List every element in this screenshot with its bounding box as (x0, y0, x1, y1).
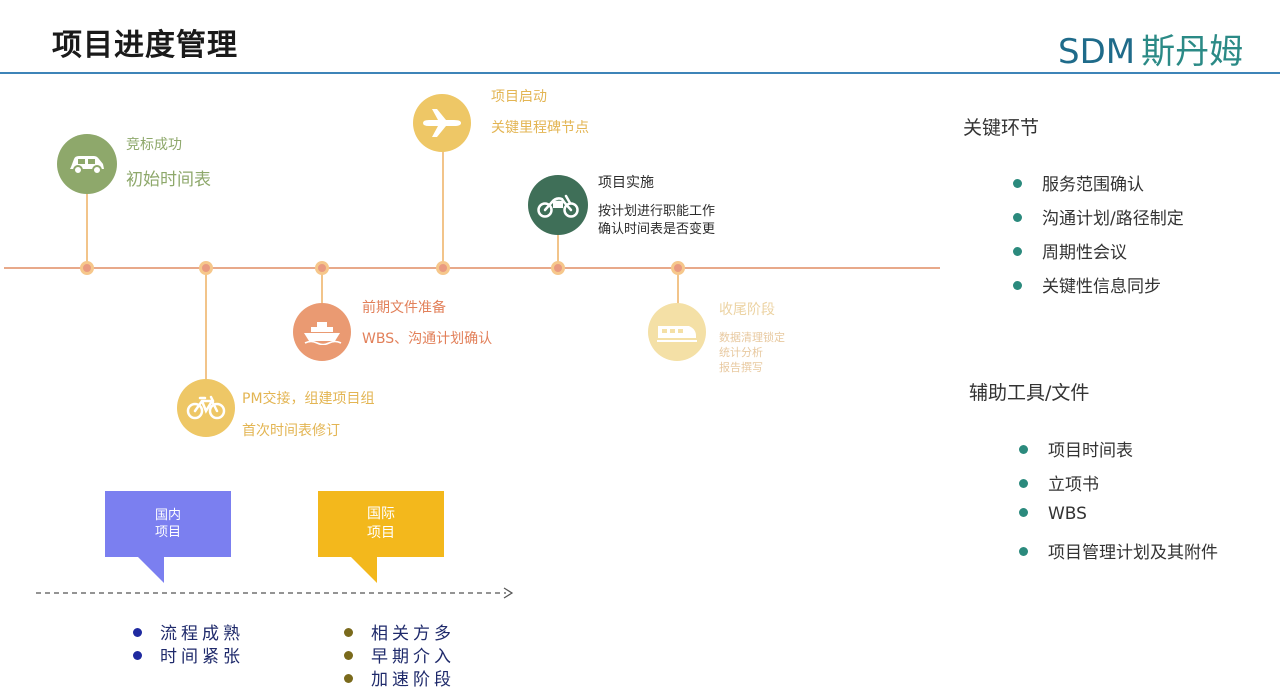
tool-item: 项目时间表 (1019, 436, 1133, 461)
bullet-dot (1013, 246, 1022, 256)
bullet-dot (1019, 444, 1028, 454)
bullet-dot (133, 627, 142, 637)
milestone-m2-title: PM交接，组建项目组 (242, 391, 375, 407)
key-step-item: 周期性会议 (1013, 238, 1127, 263)
timeline-node (199, 261, 213, 275)
bullet-text: 早期介入 (371, 647, 455, 667)
bullet-dot (1013, 280, 1022, 290)
bullet-dot (1013, 212, 1022, 222)
bullet-dot (1019, 546, 1028, 556)
stem-m5 (557, 234, 559, 268)
bullet-text: 加速阶段 (371, 670, 455, 690)
bullet-dot (344, 627, 353, 637)
callout-international-line1: 国际 (367, 506, 395, 522)
ship-icon (304, 322, 342, 345)
dashed-arrow (36, 587, 514, 599)
milestone-m6-line: 统计分析 (719, 346, 763, 359)
callout-domestic-line2: 项目 (154, 525, 181, 540)
car-icon (70, 156, 104, 175)
timeline-node (80, 261, 94, 275)
header-divider (0, 72, 1280, 74)
domestic-bullet-item: 流程成熟 (133, 619, 244, 644)
milestone-m5-line: 确认时间表是否变更 (598, 222, 716, 237)
tool-item: 立项书 (1019, 470, 1099, 495)
callout-domestic-line1: 国内 (154, 508, 181, 523)
key-step-item: 沟通计划/路径制定 (1013, 204, 1184, 229)
key-steps-heading: 关键环节 (963, 117, 1040, 139)
key-step-text: 服务范围确认 (1042, 175, 1144, 195)
bullet-dot (344, 650, 353, 660)
callout-international: 国际 项目 (317, 490, 445, 586)
milestone-m4-subtitle: 关键里程碑节点 (491, 120, 589, 136)
key-step-text: 沟通计划/路径制定 (1042, 209, 1184, 229)
stem-m4 (442, 150, 444, 268)
bullet-dot (344, 673, 353, 683)
international-bullet-item: 早期介入 (344, 642, 455, 667)
airplane-icon (423, 109, 461, 137)
timeline-line (4, 267, 940, 269)
milestone-m3-badge (293, 303, 351, 361)
bullet-text: 相关方多 (371, 624, 455, 644)
milestone-m2-subtitle: 首次时间表修订 (242, 423, 340, 439)
milestone-m2-badge (177, 379, 235, 437)
key-step-text: 周期性会议 (1042, 243, 1127, 263)
milestone-m1-title: 竞标成功 (126, 137, 182, 153)
stem-m3 (321, 268, 323, 304)
domestic-bullet-item: 时间紧张 (133, 642, 244, 667)
milestone-m1-badge (57, 134, 117, 194)
milestone-m5-badge (528, 175, 588, 235)
bullet-text: 流程成熟 (160, 624, 244, 644)
tool-item: WBS (1019, 504, 1087, 524)
tool-item: 项目管理计划及其附件 (1019, 538, 1218, 563)
callout-international-line2: 项目 (367, 525, 395, 541)
milestone-m5-title: 项目实施 (598, 175, 654, 191)
timeline-node (551, 261, 565, 275)
logo-chinese: 斯丹姆 (1141, 32, 1244, 72)
bullet-dot (1019, 478, 1028, 488)
tool-text: WBS (1048, 504, 1087, 524)
key-step-text: 关键性信息同步 (1042, 277, 1161, 297)
international-bullet-item: 加速阶段 (344, 665, 455, 690)
tools-heading: 辅助工具/文件 (969, 382, 1090, 404)
bullet-text: 时间紧张 (160, 647, 244, 667)
tool-text: 项目时间表 (1048, 441, 1133, 461)
stem-m1 (86, 190, 88, 268)
timeline-node (436, 261, 450, 275)
key-step-item: 关键性信息同步 (1013, 272, 1161, 297)
timeline-node (315, 261, 329, 275)
tool-text: 项目管理计划及其附件 (1048, 543, 1218, 563)
stem-m2 (205, 268, 207, 380)
bullet-dot (1013, 178, 1022, 188)
callout-domestic: 国内 项目 (104, 490, 232, 586)
callout-domestic-shape (105, 491, 231, 583)
milestone-m6-badge (648, 303, 706, 361)
milestone-m4-badge (413, 94, 471, 152)
milestone-m3-subtitle: WBS、沟通计划确认 (362, 331, 493, 347)
milestone-m5-line: 按计划进行职能工作 (598, 204, 716, 219)
logo-latin: SDM (1058, 32, 1136, 72)
milestone-m6-title: 收尾阶段 (719, 302, 775, 318)
callout-international-shape (318, 491, 444, 583)
bullet-dot (1019, 507, 1028, 517)
stem-m6 (677, 268, 679, 304)
timeline-node (671, 261, 685, 275)
milestone-m4-title: 项目启动 (491, 89, 547, 105)
milestone-m1-subtitle: 初始时间表 (126, 170, 211, 190)
key-step-item: 服务范围确认 (1013, 170, 1144, 195)
bicycle-icon (186, 395, 226, 420)
tool-text: 立项书 (1048, 475, 1099, 495)
motorcycle-icon (537, 194, 579, 218)
international-bullet-item: 相关方多 (344, 619, 455, 644)
page-title: 项目进度管理 (52, 28, 238, 63)
bullet-dot (133, 650, 142, 660)
milestone-m6-line: 报告撰写 (719, 361, 763, 374)
milestone-m3-title: 前期文件准备 (362, 300, 446, 316)
milestone-m6-line: 数据清理锁定 (719, 331, 785, 344)
train-icon (657, 326, 697, 342)
